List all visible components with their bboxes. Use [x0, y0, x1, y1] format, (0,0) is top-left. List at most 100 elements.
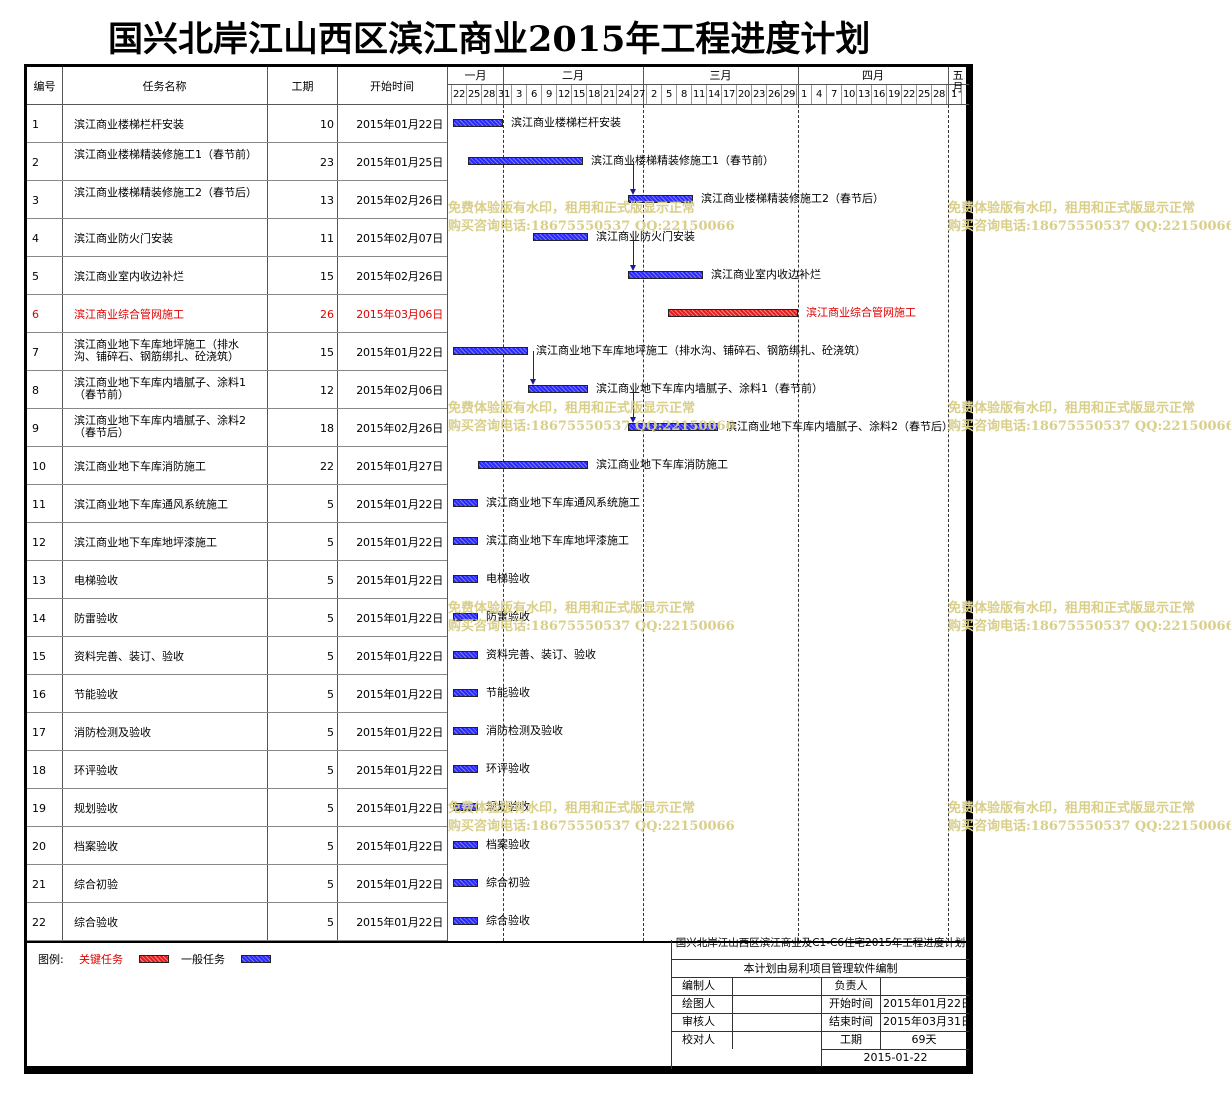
task-start: 2015年01月22日 [356, 612, 443, 625]
day-tick-label: 12 [557, 89, 571, 100]
info-box-gridline [671, 940, 672, 1069]
gantt-bar-label: 滨江商业地下车库地坪漆施工 [486, 534, 629, 547]
gantt-bar[interactable] [453, 841, 478, 849]
task-name: 环评验收 [74, 764, 118, 777]
gantt-bar[interactable] [453, 347, 528, 355]
day-tick [796, 85, 797, 104]
task-id: 3 [32, 194, 39, 207]
gantt-bar[interactable] [628, 271, 703, 279]
gantt-bar[interactable] [453, 765, 478, 773]
day-tick-label: 3 [515, 89, 523, 100]
gantt-bar[interactable] [628, 423, 718, 431]
info-date: 2015-01-22 [863, 1051, 928, 1064]
gantt-bar[interactable] [453, 537, 478, 545]
task-start: 2015年01月22日 [356, 536, 443, 549]
day-tick [946, 85, 947, 104]
gantt-bar-label: 滨江商业地下车库消防施工 [596, 458, 728, 471]
day-tick [841, 85, 842, 104]
day-tick [451, 85, 452, 104]
day-tick-label: 8 [680, 89, 688, 100]
watermark-line1: 免费体验版有水印，租用和正式版显示正常 [948, 401, 1196, 416]
header-id: 编号 [33, 80, 56, 93]
day-tick [886, 85, 887, 104]
gantt-bar[interactable] [453, 689, 478, 697]
row-divider [27, 826, 447, 827]
task-start: 2015年01月22日 [356, 840, 443, 853]
gantt-bar[interactable] [628, 195, 693, 203]
row-divider [27, 294, 447, 295]
row-divider [27, 560, 447, 561]
task-id: 15 [32, 650, 46, 663]
gantt-frame [24, 64, 969, 1069]
task-name: 档案验收 [74, 840, 118, 853]
month-label: 三月 [709, 69, 732, 82]
gantt-bar[interactable] [468, 157, 583, 165]
task-duration: 11 [320, 232, 334, 245]
task-name: 节能验收 [74, 688, 118, 701]
gantt-bar[interactable] [453, 879, 478, 887]
gantt-bar[interactable] [453, 499, 478, 507]
day-tick-label: 29 [782, 89, 796, 100]
day-tick-label: 9 [545, 89, 553, 100]
gantt-bar[interactable] [478, 461, 588, 469]
gantt-bar[interactable] [453, 917, 478, 925]
day-tick-label: 4 [815, 89, 823, 100]
day-tick-label: 22 [902, 89, 916, 100]
day-tick-label: 19 [887, 89, 901, 100]
task-start: 2015年02月26日 [356, 194, 443, 207]
day-tick [646, 85, 647, 104]
task-duration: 5 [327, 650, 334, 663]
watermark-line2: 购买咨询电话:18675550537 QQ:22150066 [948, 619, 1231, 634]
gantt-bar[interactable] [453, 575, 478, 583]
row-divider [27, 332, 447, 333]
day-tick [931, 85, 932, 104]
gantt-bar[interactable] [453, 119, 503, 127]
gantt-bar-label: 综合初验 [486, 876, 530, 889]
day-tick-label: 23 [752, 89, 766, 100]
gantt-bar-label: 档案验收 [486, 838, 530, 851]
gantt-bar[interactable] [453, 803, 478, 811]
gantt-bar[interactable] [453, 727, 478, 735]
gantt-bar[interactable] [453, 613, 478, 621]
task-name: 滨江商业地下车库通风系统施工 [74, 498, 228, 511]
day-tick-label: 7 [830, 89, 838, 100]
dependency-link [533, 351, 534, 379]
day-tick-label: 1 [800, 89, 808, 100]
task-name: 滨江商业地下车库消防施工 [74, 460, 206, 473]
watermark-line2: 购买咨询电话:18675550537 QQ:22150066 [448, 219, 735, 234]
watermark-line1: 免费体验版有水印，租用和正式版显示正常 [448, 601, 696, 616]
day-tick [571, 85, 572, 104]
day-tick-label: 21 [602, 89, 616, 100]
task-start: 2015年01月22日 [356, 650, 443, 663]
task-duration: 23 [320, 156, 334, 169]
task-duration: 5 [327, 574, 334, 587]
gantt-bar-label: 资料完善、装订、验收 [486, 648, 596, 661]
row-divider [27, 408, 447, 409]
task-start: 2015年01月22日 [356, 802, 443, 815]
gantt-bar[interactable] [528, 385, 588, 393]
row-divider [27, 218, 447, 219]
legend-label: 图例: [38, 953, 64, 966]
task-start: 2015年01月22日 [356, 498, 443, 511]
watermark-line2: 购买咨询电话:18675550537 QQ:22150066 [448, 819, 735, 834]
task-start: 2015年01月22日 [356, 688, 443, 701]
task-start: 2015年01月22日 [356, 764, 443, 777]
gantt-bar-label: 环评验收 [486, 762, 530, 775]
month-boundary [798, 67, 799, 104]
task-name: 滨江商业地下车库内墙腻子、涂料1（春节前） [74, 376, 246, 401]
legend-critical-swatch [139, 955, 169, 963]
gantt-bar[interactable] [453, 651, 478, 659]
day-tick-label: 17 [722, 89, 736, 100]
day-tick-label: 24 [617, 89, 631, 100]
header-start: 开始时间 [370, 80, 414, 93]
day-tick-label: 6 [530, 89, 538, 100]
row-divider [27, 370, 447, 371]
task-duration: 22 [320, 460, 334, 473]
task-id: 16 [32, 688, 46, 701]
row-divider [27, 864, 447, 865]
day-tick [706, 85, 707, 104]
gantt-bar[interactable] [668, 309, 798, 317]
day-tick [601, 85, 602, 104]
month-gridline [643, 105, 644, 941]
gantt-bar[interactable] [533, 233, 588, 241]
